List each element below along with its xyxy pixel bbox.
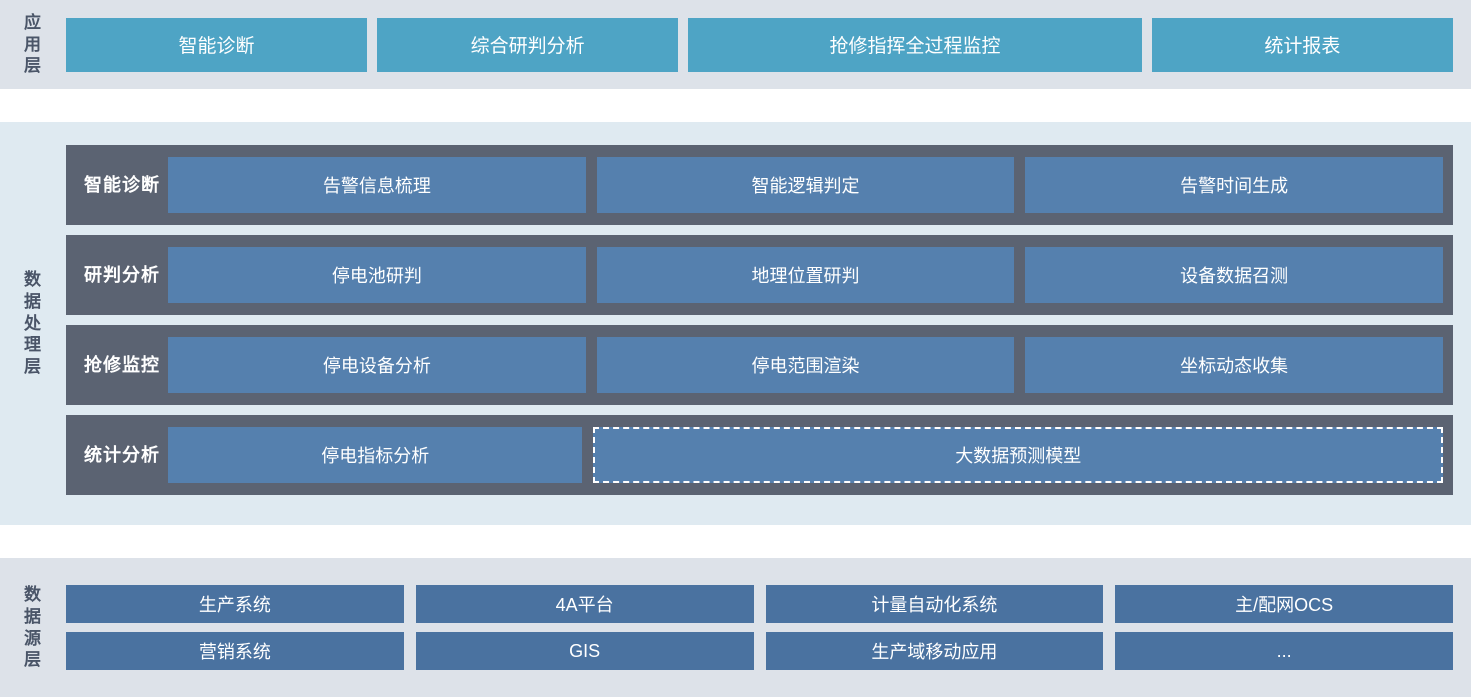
source-box-metering-automation-system[interactable]: 计量自动化系统 <box>765 585 1104 623</box>
application-layer-label: 应用层 <box>0 0 66 89</box>
proc-row-intelligent-diagnosis: 智能诊断 告警信息梳理 智能逻辑判定 告警时间生成 <box>66 145 1453 225</box>
proc-box-label: 停电池研判 <box>331 266 422 286</box>
source-box-label: 营销系统 <box>198 642 271 662</box>
source-box-label: 生产系统 <box>198 595 271 615</box>
proc-box-label: 智能逻辑判定 <box>751 176 860 196</box>
data-source-layer-rows: 生产系统 4A平台 计量自动化系统 主/配网OCS 营销系统 GIS <box>66 558 1471 697</box>
app-box-statistical-report[interactable]: 统计报表 <box>1151 17 1453 72</box>
data-processing-layer-rows: 智能诊断 告警信息梳理 智能逻辑判定 告警时间生成 研判分析 <box>66 122 1471 525</box>
proc-box-label: 停电范围渲染 <box>751 356 860 376</box>
proc-box-device-data-retrieval[interactable]: 设备数据召测 <box>1025 247 1444 303</box>
proc-box-outage-index-analysis[interactable]: 停电指标分析 <box>168 427 583 483</box>
source-box-label: ... <box>1276 640 1292 661</box>
source-box-label: GIS <box>569 640 601 661</box>
source-row-bottom: 营销系统 GIS 生产域移动应用 ... <box>66 632 1453 670</box>
data-processing-layer-label: 数据处理层 <box>0 122 66 525</box>
source-box-production-system[interactable]: 生产系统 <box>66 585 404 623</box>
proc-box-intelligent-logic-judgment[interactable]: 智能逻辑判定 <box>596 157 1015 213</box>
source-box-marketing-system[interactable]: 营销系统 <box>66 632 404 670</box>
proc-box-label: 地理位置研判 <box>751 266 860 286</box>
app-box-label: 统计报表 <box>1264 36 1341 57</box>
application-layer: 应用层 智能诊断 综合研判分析 抢修指挥全过程监控 统计报表 <box>0 0 1471 89</box>
application-layer-label-text: 应用层 <box>24 12 42 76</box>
proc-box-geographic-location-analysis[interactable]: 地理位置研判 <box>596 247 1015 303</box>
proc-box-label: 告警时间生成 <box>1180 176 1289 196</box>
proc-row-cells: 停电指标分析 大数据预测模型 <box>168 427 1443 483</box>
app-box-label: 智能诊断 <box>178 36 255 57</box>
proc-row-label: 研判分析 <box>84 264 160 285</box>
source-row-top: 生产系统 4A平台 计量自动化系统 主/配网OCS <box>66 585 1453 623</box>
app-box-label: 抢修指挥全过程监控 <box>829 36 1001 57</box>
data-processing-layer-label-text: 数据处理层 <box>24 270 42 377</box>
data-source-layer: 数据源层 生产系统 4A平台 计量自动化系统 主/配网OCS 营销系统 <box>0 558 1471 697</box>
proc-row-cells: 停电池研判 地理位置研判 设备数据召测 <box>168 247 1444 303</box>
proc-box-label: 停电指标分析 <box>321 446 430 466</box>
app-box-label: 综合研判分析 <box>470 36 585 57</box>
proc-box-outage-range-rendering[interactable]: 停电范围渲染 <box>596 337 1015 393</box>
proc-box-bigdata-prediction-model[interactable]: 大数据预测模型 <box>593 427 1443 483</box>
source-box-4a-platform[interactable]: 4A平台 <box>415 585 754 623</box>
source-box-main-distribution-ocs[interactable]: 主/配网OCS <box>1115 585 1453 623</box>
proc-box-outage-device-analysis[interactable]: 停电设备分析 <box>168 337 586 393</box>
proc-row-statistical-analysis: 统计分析 停电指标分析 大数据预测模型 <box>66 415 1453 495</box>
proc-row-label: 统计分析 <box>84 444 160 465</box>
proc-row-cells: 停电设备分析 停电范围渲染 坐标动态收集 <box>168 337 1444 393</box>
proc-box-alarm-info-sorting[interactable]: 告警信息梳理 <box>168 157 586 213</box>
app-box-intelligent-diagnosis[interactable]: 智能诊断 <box>66 17 368 72</box>
source-box-gis[interactable]: GIS <box>415 632 754 670</box>
proc-box-label: 大数据预测模型 <box>955 446 1082 466</box>
proc-box-alarm-time-generation[interactable]: 告警时间生成 <box>1025 157 1444 213</box>
proc-box-label: 设备数据召测 <box>1180 266 1289 286</box>
proc-box-outage-pool-analysis[interactable]: 停电池研判 <box>168 247 586 303</box>
proc-box-label: 告警信息梳理 <box>322 176 431 196</box>
proc-row-label: 智能诊断 <box>84 174 160 195</box>
data-source-layer-label-text: 数据源层 <box>24 585 42 670</box>
source-box-label: 主/配网OCS <box>1235 595 1334 615</box>
data-source-layer-label: 数据源层 <box>0 558 66 697</box>
source-box-label: 生产域移动应用 <box>871 642 998 662</box>
data-processing-layer: 数据处理层 智能诊断 告警信息梳理 智能逻辑判定 告警时间生成 <box>0 122 1471 525</box>
proc-row-cells: 告警信息梳理 智能逻辑判定 告警时间生成 <box>168 157 1444 213</box>
proc-box-label: 停电设备分析 <box>322 356 431 376</box>
app-box-repair-command-monitoring[interactable]: 抢修指挥全过程监控 <box>688 17 1142 72</box>
proc-row-repair-monitoring: 抢修监控 停电设备分析 停电范围渲染 坐标动态收集 <box>66 325 1453 405</box>
source-box-label: 4A平台 <box>555 595 614 615</box>
app-box-comprehensive-analysis[interactable]: 综合研判分析 <box>377 17 679 72</box>
proc-row-label: 抢修监控 <box>84 354 160 375</box>
source-box-more[interactable]: ... <box>1115 632 1453 670</box>
proc-box-label: 坐标动态收集 <box>1180 356 1289 376</box>
application-layer-boxes: 智能诊断 综合研判分析 抢修指挥全过程监控 统计报表 <box>66 0 1471 89</box>
proc-row-analysis-judgment: 研判分析 停电池研判 地理位置研判 设备数据召测 <box>66 235 1453 315</box>
source-box-production-mobile-application[interactable]: 生产域移动应用 <box>765 632 1104 670</box>
proc-box-coordinate-dynamic-collection[interactable]: 坐标动态收集 <box>1025 337 1444 393</box>
source-box-label: 计量自动化系统 <box>871 595 998 615</box>
